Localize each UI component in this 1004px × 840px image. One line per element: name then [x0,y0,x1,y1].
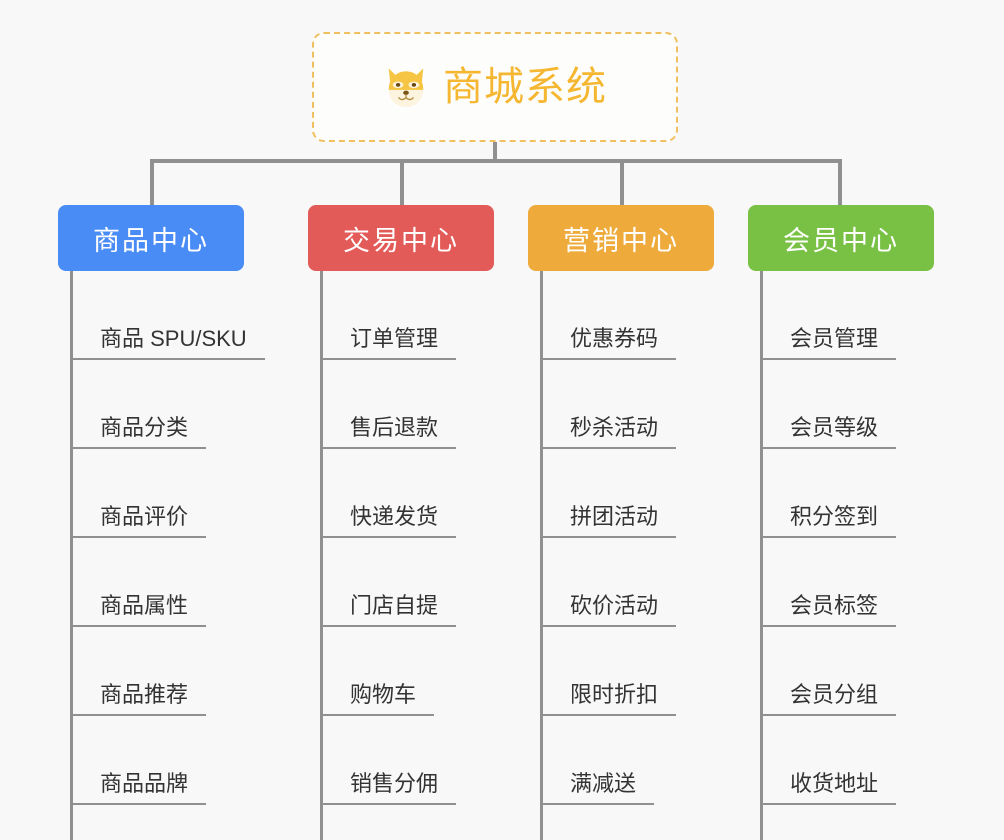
root-node[interactable]: 商城系统 [312,32,678,142]
leaf-item[interactable]: 门店自提 [308,538,494,627]
leaf-label: 积分签到 [760,504,897,538]
leaf-list: 订单管理 售后退款 快递发货 门店自提 购物车 销售分佣 [308,271,494,805]
category-header-product-center[interactable]: 商品中心 [58,205,244,271]
category-title: 营销中心 [563,225,679,256]
leaf-label: 快递发货 [320,504,457,538]
leaf-item[interactable]: 购物车 [308,627,494,716]
leaf-rail [760,271,763,840]
leaf-item[interactable]: 收货地址 [748,716,934,805]
leaf-label: 门店自提 [320,593,457,627]
category-header-member-center[interactable]: 会员中心 [748,205,934,271]
leaf-list: 会员管理 会员等级 积分签到 会员标签 会员分组 收货地址 [748,271,934,805]
leaf-label: 商品分类 [70,415,207,449]
leaf-item[interactable]: 秒杀活动 [528,360,714,449]
leaf-label: 销售分佣 [320,771,457,805]
column-product-center: 商品中心 商品 SPU/SKU 商品分类 商品评价 商品属性 商品推荐 商品品牌 [58,205,265,840]
column-member-center: 会员中心 会员管理 会员等级 积分签到 会员标签 会员分组 收货地址 [748,205,934,840]
leaf-label: 商品评价 [70,504,207,538]
leaf-item[interactable]: 商品评价 [58,449,244,538]
root-title: 商城系统 [443,65,607,109]
leaf-label: 订单管理 [320,326,457,360]
leaf-item[interactable]: 限时折扣 [528,627,714,716]
leaf-label: 会员等级 [760,415,897,449]
leaf-item[interactable]: 快递发货 [308,449,494,538]
column-marketing-center: 营销中心 优惠券码 秒杀活动 拼团活动 砍价活动 限时折扣 满减送 [528,205,714,840]
leaf-item[interactable]: 商品属性 [58,538,244,627]
leaf-label: 拼团活动 [540,504,677,538]
leaf-label: 满减送 [540,771,655,805]
leaf-item[interactable]: 售后退款 [308,360,494,449]
column-trade-center: 交易中心 订单管理 售后退款 快递发货 门店自提 购物车 销售分佣 [308,205,494,840]
leaf-list: 商品 SPU/SKU 商品分类 商品评价 商品属性 商品推荐 商品品牌 [58,271,265,805]
leaf-label: 会员标签 [760,593,897,627]
leaf-label: 砍价活动 [540,593,677,627]
leaf-rail [70,271,73,840]
leaf-item[interactable]: 会员分组 [748,627,934,716]
leaf-item[interactable]: 商品 SPU/SKU [58,271,265,360]
category-title: 会员中心 [783,225,899,256]
leaf-label: 商品推荐 [70,682,207,716]
leaf-label: 限时折扣 [540,682,677,716]
leaf-label: 收货地址 [760,771,897,805]
leaf-label: 购物车 [320,682,435,716]
leaf-item[interactable]: 砍价活动 [528,538,714,627]
category-title: 商品中心 [93,225,209,256]
leaf-label: 商品 SPU/SKU [70,326,265,360]
leaf-rail [540,271,543,840]
shiba-dog-face-icon [383,64,429,110]
leaf-label: 秒杀活动 [540,415,677,449]
leaf-label: 优惠券码 [540,326,677,360]
leaf-item[interactable]: 销售分佣 [308,716,494,805]
connector-root-stem [493,142,497,163]
category-header-trade-center[interactable]: 交易中心 [308,205,494,271]
connector-horizontal-bus [150,159,842,163]
leaf-item[interactable]: 积分签到 [748,449,934,538]
leaf-item[interactable]: 会员等级 [748,360,934,449]
connector-drop-3 [620,159,624,207]
leaf-item[interactable]: 订单管理 [308,271,494,360]
leaf-item[interactable]: 优惠券码 [528,271,714,360]
leaf-label: 商品属性 [70,593,207,627]
category-header-marketing-center[interactable]: 营销中心 [528,205,714,271]
leaf-item[interactable]: 商品分类 [58,360,244,449]
connector-drop-4 [838,159,842,207]
leaf-label: 会员管理 [760,326,897,360]
leaf-item[interactable]: 会员标签 [748,538,934,627]
connector-drop-1 [150,159,154,207]
leaf-item[interactable]: 满减送 [528,716,714,805]
leaf-item[interactable]: 会员管理 [748,271,934,360]
leaf-rail [320,271,323,840]
leaf-item[interactable]: 拼团活动 [528,449,714,538]
leaf-item[interactable]: 商品品牌 [58,716,244,805]
leaf-label: 会员分组 [760,682,897,716]
leaf-label: 售后退款 [320,415,457,449]
leaf-label: 商品品牌 [70,771,207,805]
leaf-list: 优惠券码 秒杀活动 拼团活动 砍价活动 限时折扣 满减送 [528,271,714,805]
leaf-item[interactable]: 商品推荐 [58,627,244,716]
connector-drop-2 [400,159,404,207]
category-title: 交易中心 [343,225,459,256]
